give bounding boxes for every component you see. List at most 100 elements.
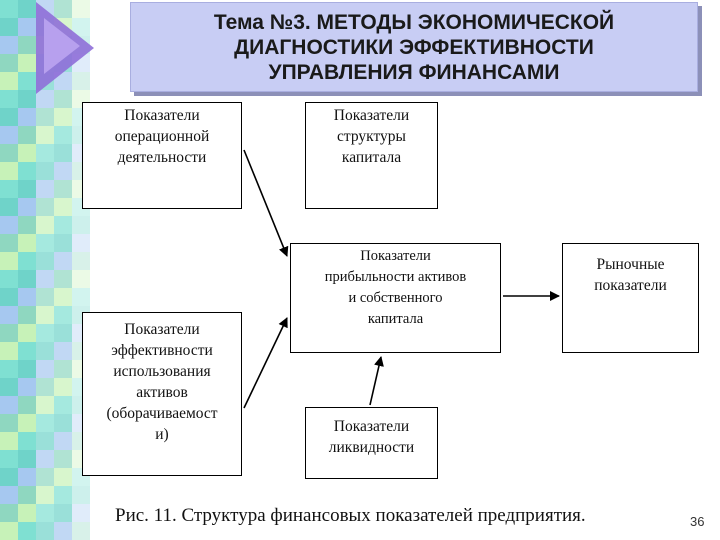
mosaic-tile — [18, 216, 36, 234]
mosaic-tile — [36, 504, 54, 522]
mosaic-tile — [36, 450, 54, 468]
node-line: деятельности — [117, 149, 207, 166]
mosaic-tile — [0, 450, 18, 468]
node-line: структуры — [337, 128, 406, 145]
node-line: и собственного — [348, 290, 443, 306]
mosaic-tile — [18, 522, 36, 540]
mosaic-tile — [54, 450, 72, 468]
mosaic-tile — [36, 144, 54, 162]
mosaic-tile — [36, 396, 54, 414]
mosaic-tile — [54, 342, 72, 360]
mosaic-tile — [54, 396, 72, 414]
mosaic-tile — [72, 216, 90, 234]
mosaic-tile — [54, 378, 72, 396]
mosaic-tile — [18, 54, 36, 72]
mosaic-tile — [36, 324, 54, 342]
mosaic-tile — [18, 126, 36, 144]
mosaic-tile — [36, 342, 54, 360]
mosaic-tile — [0, 126, 18, 144]
mosaic-tile — [0, 252, 18, 270]
mosaic-tile — [0, 486, 18, 504]
mosaic-tile — [54, 162, 72, 180]
mosaic-tile — [18, 252, 36, 270]
mosaic-tile — [0, 288, 18, 306]
node-line: Показатели — [333, 107, 410, 124]
arrow-efficiency-to-profitability — [243, 317, 288, 409]
mosaic-tile — [0, 234, 18, 252]
mosaic-tile — [0, 504, 18, 522]
mosaic-tile — [18, 288, 36, 306]
title-line: УПРАВЛЕНИЯ ФИНАНСАМИ — [268, 60, 560, 84]
mosaic-tile — [36, 216, 54, 234]
mosaic-tile — [18, 468, 36, 486]
figure-caption: Рис. 11. Структура финансовых показателе… — [115, 505, 586, 526]
mosaic-tile — [54, 522, 72, 540]
mosaic-tile — [18, 342, 36, 360]
mosaic-tile — [36, 234, 54, 252]
mosaic-tile — [0, 108, 18, 126]
mosaic-tile — [36, 252, 54, 270]
mosaic-tile — [0, 306, 18, 324]
node-line: капитала — [367, 311, 424, 327]
mosaic-tile — [0, 216, 18, 234]
mosaic-tile — [18, 396, 36, 414]
mosaic-tile — [0, 162, 18, 180]
mosaic-tile — [36, 288, 54, 306]
mosaic-tile — [54, 414, 72, 432]
mosaic-tile — [36, 486, 54, 504]
node-line: ликвидности — [328, 439, 415, 456]
slide-title: Тема №3. МЕТОДЫ ЭКОНОМИЧЕСКОЙ ДИАГНОСТИК… — [131, 10, 697, 85]
mosaic-tile — [18, 198, 36, 216]
mosaic-tile — [0, 0, 18, 18]
node-line: Показатели — [124, 107, 200, 124]
mosaic-tile — [72, 288, 90, 306]
mosaic-tile — [54, 306, 72, 324]
mosaic-tile — [36, 180, 54, 198]
mosaic-tile — [18, 306, 36, 324]
mosaic-tile — [0, 414, 18, 432]
node-line: (оборачиваемост — [106, 405, 218, 422]
mosaic-tile — [0, 270, 18, 288]
mosaic-tile — [18, 414, 36, 432]
node-capital-structure-indicators: Показатели структуры капитала — [305, 102, 438, 209]
mosaic-tile — [0, 54, 18, 72]
mosaic-tile — [36, 108, 54, 126]
mosaic-tile — [54, 144, 72, 162]
mosaic-tile — [36, 90, 54, 108]
title-line: ДИАГНОСТИКИ ЭФФЕКТИВНОСТИ — [234, 35, 594, 59]
node-line: эффективности — [111, 342, 213, 359]
mosaic-tile — [36, 270, 54, 288]
node-line: Показатели — [360, 248, 431, 264]
mosaic-tile — [54, 288, 72, 306]
title-banner: Тема №3. МЕТОДЫ ЭКОНОМИЧЕСКОЙ ДИАГНОСТИК… — [130, 2, 698, 92]
mosaic-tile — [36, 432, 54, 450]
mosaic-tile — [18, 72, 36, 90]
mosaic-tile — [18, 432, 36, 450]
mosaic-tile — [0, 18, 18, 36]
title-line: Тема №3. МЕТОДЫ ЭКОНОМИЧЕСКОЙ — [213, 10, 615, 34]
mosaic-tile — [18, 234, 36, 252]
mosaic-tile — [36, 522, 54, 540]
mosaic-tile — [18, 486, 36, 504]
mosaic-tile — [54, 90, 72, 108]
node-line: Рыночные — [596, 256, 665, 273]
mosaic-tile — [18, 108, 36, 126]
mosaic-tile — [36, 126, 54, 144]
mosaic-tile — [18, 180, 36, 198]
mosaic-tile — [18, 270, 36, 288]
mosaic-tile — [36, 414, 54, 432]
mosaic-tile — [0, 198, 18, 216]
node-line: операционной — [114, 128, 210, 145]
mosaic-tile — [18, 18, 36, 36]
mosaic-tile — [54, 234, 72, 252]
mosaic-tile — [36, 378, 54, 396]
mosaic-tile — [0, 90, 18, 108]
node-profitability-indicators: Показатели прибыльности активов и собств… — [290, 243, 501, 353]
mosaic-tile — [18, 144, 36, 162]
mosaic-tile — [0, 324, 18, 342]
arrow-operational-to-profitability — [243, 149, 289, 257]
mosaic-tile — [0, 396, 18, 414]
mosaic-tile — [54, 216, 72, 234]
mosaic-tile — [18, 162, 36, 180]
